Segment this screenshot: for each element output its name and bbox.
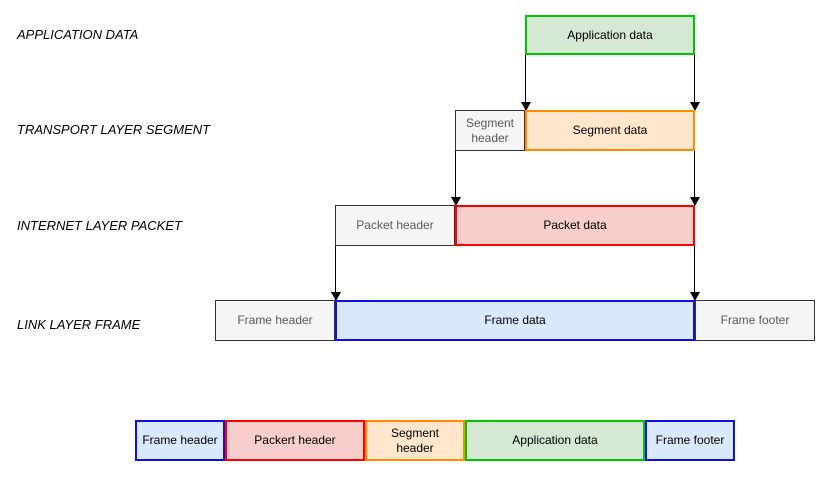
composite-application-data-box: Application data xyxy=(465,420,645,461)
application-data-box-label: Application data xyxy=(567,27,653,42)
frame-header-box: Frame header xyxy=(215,300,335,341)
frame-data-box-label: Frame data xyxy=(484,313,546,327)
segment-data-box-label: Segment data xyxy=(572,123,648,137)
application-data-box: Application data xyxy=(525,15,695,55)
composite-frame-footer-box: Frame footer xyxy=(645,420,735,461)
frame-footer-box-label: Frame footer xyxy=(720,313,790,327)
composite-frame-footer-label: Frame footer xyxy=(655,433,725,447)
row-label-transport-layer-segment: TRANSPORT LAYER SEGMENT xyxy=(17,122,211,137)
packet-header-box-label: Packet header xyxy=(356,218,434,232)
packet-data-box-label: Packet data xyxy=(543,218,607,232)
composite-packet-header-box: Packert header xyxy=(225,420,365,461)
packet-data-box: Packet data xyxy=(455,205,695,246)
packet-header-box: Packet header xyxy=(335,205,455,246)
composite-frame-header-box: Frame header xyxy=(135,420,225,461)
row-label-application-data: APPLICATION DATA xyxy=(17,27,139,42)
arrow-packet-to-frame-left xyxy=(331,246,341,301)
arrow-packet-to-frame-right xyxy=(690,246,700,301)
row-label-link-layer-frame: LINK LAYER FRAME xyxy=(17,317,141,332)
composite-frame-header-label: Frame header xyxy=(142,433,218,447)
arrow-segment-to-packet-right xyxy=(690,151,700,206)
arrow-segment-to-packet-left xyxy=(451,151,461,206)
frame-data-box: Frame data xyxy=(335,300,695,341)
composite-application-data-label: Application data xyxy=(512,433,598,447)
composite-segment-header-box: Segment header xyxy=(365,420,465,461)
segment-header-box-label: Segment header xyxy=(465,115,515,145)
row-label-internet-layer-packet: INTERNET LAYER PACKET xyxy=(17,218,182,233)
arrow-appdata-to-segment-right xyxy=(690,55,700,111)
frame-header-box-label: Frame header xyxy=(237,313,313,327)
segment-data-box: Segment data xyxy=(525,110,695,151)
segment-header-box: Segment header xyxy=(455,110,525,151)
composite-segment-header-label: Segment header xyxy=(390,425,440,455)
composite-packet-header-label: Packert header xyxy=(254,433,336,447)
frame-footer-box: Frame footer xyxy=(695,300,815,341)
arrow-appdata-to-segment-left xyxy=(521,55,531,111)
